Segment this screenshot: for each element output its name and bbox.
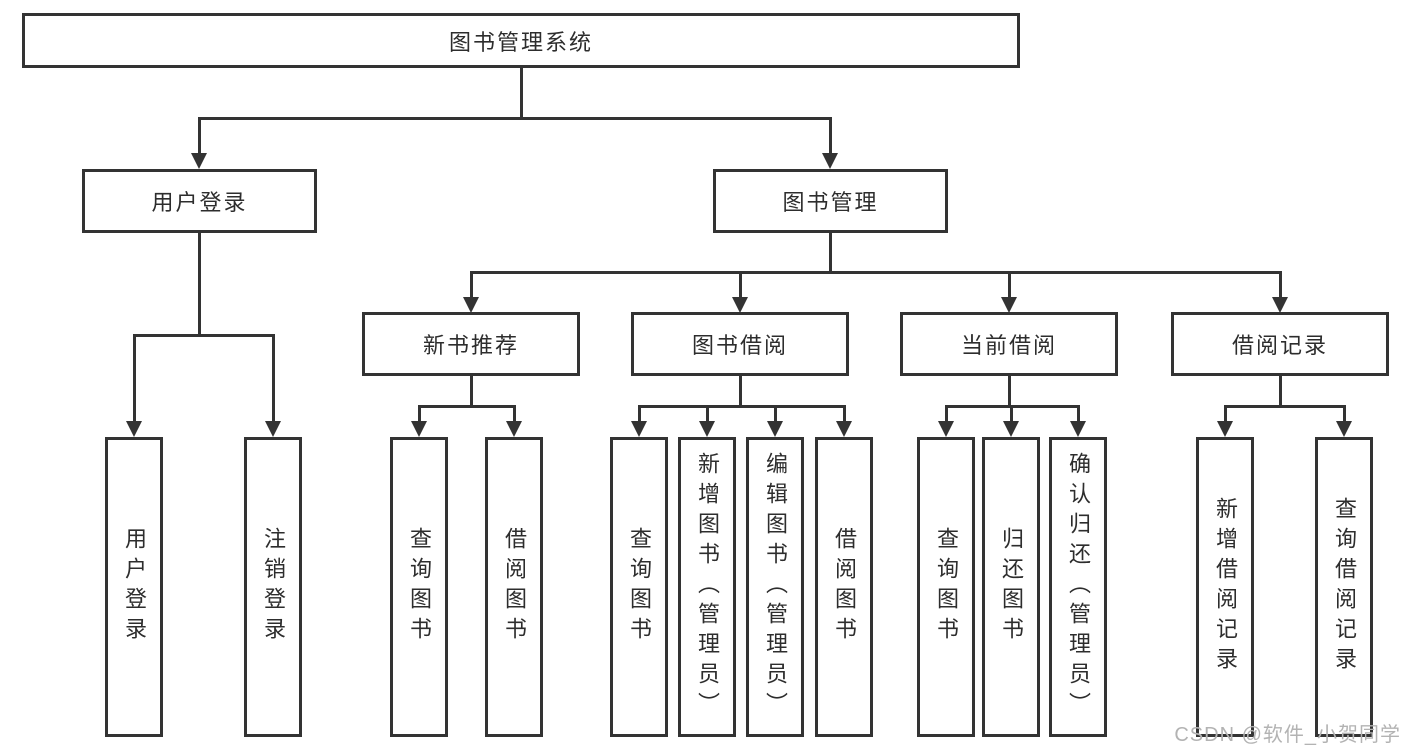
node-borrowing-records: 借阅记录 [1171, 312, 1389, 376]
node-book-borrowing: 图书借阅 [631, 312, 849, 376]
arrowhead-down-icon [411, 421, 427, 437]
arrowhead-down-icon [191, 153, 207, 169]
connector-line [470, 374, 473, 407]
connector-line [418, 405, 516, 408]
connector-line [198, 231, 201, 336]
connector-line [706, 405, 709, 423]
arrowhead-down-icon [1272, 297, 1288, 313]
arrowhead-down-icon [1003, 421, 1019, 437]
arrowhead-down-icon [506, 421, 522, 437]
connector-line [829, 117, 832, 154]
arrowhead-down-icon [699, 421, 715, 437]
leaf-query-borrow-record: 查询借阅记录 [1315, 437, 1373, 737]
connector-line [198, 117, 201, 154]
connector-line [1224, 405, 1227, 423]
leaf-return-books: 归还图书 [982, 437, 1040, 737]
leaf-user-login: 用户登录 [105, 437, 163, 737]
leaf-borrow-books-recommend: 借阅图书 [485, 437, 543, 737]
node-library-management-system: 图书管理系统 [22, 13, 1020, 68]
connector-line [1008, 271, 1011, 298]
leaf-query-books-current: 查询图书 [917, 437, 975, 737]
arrowhead-down-icon [1070, 421, 1086, 437]
arrowhead-down-icon [836, 421, 852, 437]
connector-line [1077, 405, 1080, 423]
connector-line [1008, 374, 1011, 407]
connector-line [638, 405, 641, 423]
connector-line [470, 271, 1282, 274]
connector-line [272, 334, 275, 422]
connector-line [513, 405, 516, 423]
connector-line [1279, 271, 1282, 298]
connector-line [638, 405, 846, 408]
arrowhead-down-icon [265, 421, 281, 437]
connector-line [843, 405, 846, 423]
arrowhead-down-icon [1217, 421, 1233, 437]
arrowhead-down-icon [126, 421, 142, 437]
connector-line [739, 271, 742, 298]
connector-line [133, 334, 136, 422]
leaf-query-books-recommend: 查询图书 [390, 437, 448, 737]
node-new-book-recommendation: 新书推荐 [362, 312, 580, 376]
node-user-login: 用户登录 [82, 169, 317, 233]
leaf-logout: 注销登录 [244, 437, 302, 737]
arrowhead-down-icon [631, 421, 647, 437]
connector-line [774, 405, 777, 423]
leaf-query-books-borrowing: 查询图书 [610, 437, 668, 737]
node-current-borrowing: 当前借阅 [900, 312, 1118, 376]
arrowhead-down-icon [463, 297, 479, 313]
arrowhead-down-icon [1001, 297, 1017, 313]
connector-line [1224, 405, 1346, 408]
leaf-borrow-books: 借阅图书 [815, 437, 873, 737]
connector-line [198, 117, 832, 120]
arrowhead-down-icon [767, 421, 783, 437]
connector-line [520, 66, 523, 119]
arrowhead-down-icon [938, 421, 954, 437]
connector-line [418, 405, 421, 423]
leaf-add-books-admin: 新增图书（管理员） [678, 437, 736, 737]
connector-line [739, 374, 742, 407]
node-book-management: 图书管理 [713, 169, 948, 233]
connector-line [829, 231, 832, 273]
connector-line [470, 271, 473, 298]
connector-line [1279, 374, 1282, 407]
arrowhead-down-icon [732, 297, 748, 313]
csdn-watermark: CSDN @软件_小贺同学 [1174, 724, 1401, 746]
leaf-add-borrow-record: 新增借阅记录 [1196, 437, 1254, 737]
arrowhead-down-icon [1336, 421, 1352, 437]
connector-line [1010, 405, 1013, 423]
connector-line [133, 334, 275, 337]
leaf-confirm-return-admin: 确认归还（管理员） [1049, 437, 1107, 737]
arrowhead-down-icon [822, 153, 838, 169]
connector-line [945, 405, 948, 423]
leaf-edit-books-admin: 编辑图书（管理员） [746, 437, 804, 737]
connector-line [1343, 405, 1346, 423]
